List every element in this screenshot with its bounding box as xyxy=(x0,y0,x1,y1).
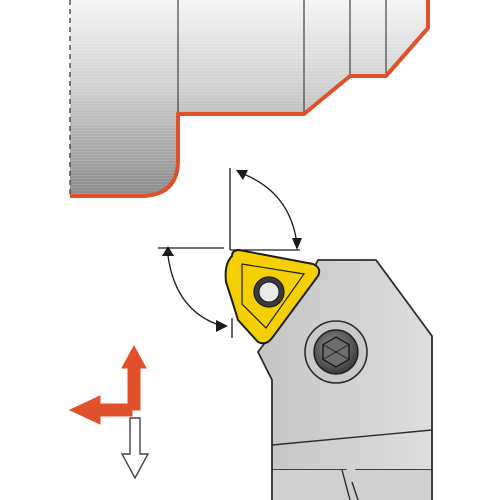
upper-angle-arc xyxy=(237,171,298,245)
trigon-insert-icon xyxy=(224,248,321,345)
holder-shank-break-b xyxy=(351,481,359,500)
feed-arrow-left xyxy=(68,395,133,425)
upper-angle-arrowhead-start xyxy=(236,170,248,180)
feed-arrow-down xyxy=(120,417,150,480)
lower-angle-arrowhead-start xyxy=(162,246,174,256)
insert-pin xyxy=(258,281,280,303)
holder-shank xyxy=(273,470,431,500)
tool-holder xyxy=(257,259,433,500)
lower-angle-arc xyxy=(167,255,223,327)
feed-direction-arrows-icon xyxy=(68,344,150,480)
upper-angle-arrowhead-end xyxy=(292,238,302,250)
workpiece-profile-outline xyxy=(70,0,430,198)
workpiece-hatching xyxy=(70,0,428,196)
angle-dimensions xyxy=(158,168,302,338)
holder-shank-break-a xyxy=(341,469,351,500)
workpiece xyxy=(69,0,430,198)
insert-chip-breaker xyxy=(241,263,306,329)
holder-chamfer-line xyxy=(271,429,433,446)
feed-arrow-up xyxy=(121,344,147,411)
lower-angle-arrowhead-end xyxy=(216,320,228,332)
hex-socket-screw-icon xyxy=(304,320,368,384)
